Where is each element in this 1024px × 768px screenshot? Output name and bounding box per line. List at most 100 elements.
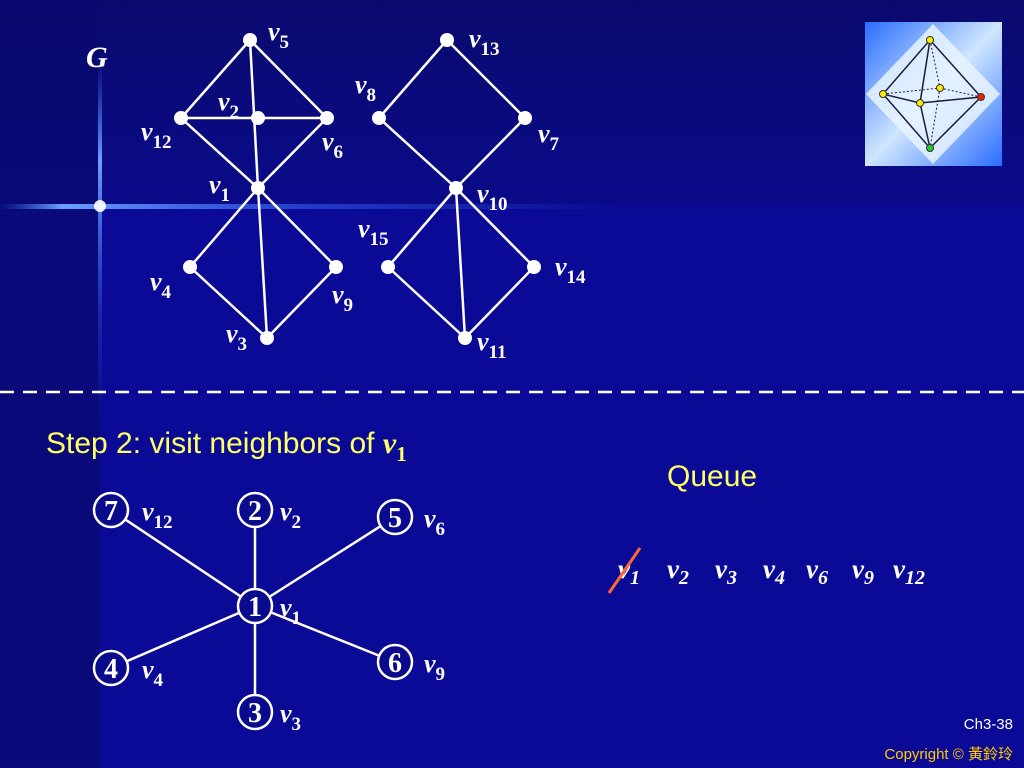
vertex-label-v8-letter: v <box>355 70 367 99</box>
vertex-label-v8: v8 <box>355 70 376 106</box>
edge-v7-v10 <box>455 117 526 189</box>
background-right-panel <box>100 207 1024 768</box>
vertex-v11 <box>458 331 472 345</box>
tree-node-label: v9 <box>424 649 445 685</box>
vertex-label-v1-letter: v <box>209 170 221 199</box>
queue-item-label-subscript: 1 <box>630 567 640 589</box>
queue-item: v4 <box>763 554 785 589</box>
vertex-label-v12: v12 <box>141 117 172 153</box>
tree-node-label: v3 <box>280 699 301 735</box>
tree-node-label-subscript: 1 <box>292 608 302 629</box>
top-graph-edges <box>180 39 535 339</box>
tree-node-order: 5 <box>388 503 402 534</box>
tree-node-label-letter: v <box>142 655 154 684</box>
vertex-v12 <box>174 111 188 125</box>
tree-node-label-letter: v <box>280 593 292 622</box>
vertex-v2 <box>251 111 265 125</box>
tree-node-label-letter: v <box>280 699 292 728</box>
vertex-v6 <box>320 111 334 125</box>
vertex-v14 <box>527 260 541 274</box>
vertex-label-v6: v6 <box>322 127 343 163</box>
edge-v1-v9 <box>257 187 337 268</box>
vertex-v1 <box>251 181 265 195</box>
tree-node-order: 3 <box>248 698 262 729</box>
vertex-label-v15-letter: v <box>358 214 370 243</box>
tree-node-label: v1 <box>280 593 301 629</box>
step-text: Step 2: visit neighbors of <box>46 427 383 460</box>
vertex-label-v3-subscript: 3 <box>238 334 248 355</box>
tree-node-circle <box>236 693 274 731</box>
vertex-label-v4: v4 <box>150 267 172 303</box>
tree-node-label: v12 <box>142 497 173 533</box>
queue-item-label: v4 <box>763 554 785 589</box>
queue-item-label-letter: v <box>893 554 906 584</box>
queue-items: v1v2v3v4v6v9v12 <box>607 547 925 594</box>
background-left-strip <box>0 0 100 768</box>
tree-node-label-subscript: 3 <box>292 714 302 735</box>
vertex-label-v9: v9 <box>332 280 353 316</box>
vertex-label-v15: v15 <box>358 214 389 250</box>
edge-v13-v7 <box>446 39 526 119</box>
vertex-label-v13-subscript: 13 <box>481 39 500 60</box>
queue-item-label-subscript: 9 <box>864 567 874 589</box>
vertex-label-v3: v3 <box>226 319 247 355</box>
tree-node-order: 4 <box>104 654 118 685</box>
copyright: Copyright © 黃鈴玲 <box>884 746 1013 763</box>
tree-edge-5 <box>254 515 396 608</box>
vertex-label-v3-letter: v <box>226 319 238 348</box>
vertex-label-v5-letter: v <box>268 17 280 46</box>
tree-node-label-subscript: 2 <box>292 512 302 533</box>
edge-v10-v14 <box>455 187 535 268</box>
queue-item-label: v6 <box>806 554 828 589</box>
vertex-label-v11-letter: v <box>477 327 489 356</box>
queue-item-label: v12 <box>893 554 925 589</box>
vertex-label-v11-subscript: 11 <box>489 342 507 363</box>
tree-node-circle <box>92 491 130 529</box>
queue-strike-mark <box>607 547 642 594</box>
tree-node-circle <box>376 643 414 681</box>
queue-item-label: v3 <box>715 554 737 589</box>
vertex-v7 <box>518 111 532 125</box>
vertex-label-v13: v13 <box>469 24 500 60</box>
glow-star <box>94 200 106 212</box>
vertex-label-v4-letter: v <box>150 267 162 296</box>
tree-node-label-subscript: 9 <box>436 664 446 685</box>
vertex-v4 <box>183 260 197 274</box>
queue-item: v2 <box>667 554 689 589</box>
tree-node-circle <box>236 587 274 625</box>
tree-edge-7 <box>110 508 256 608</box>
vertex-label-v15-subscript: 15 <box>370 229 389 250</box>
vertex-label-v11: v11 <box>477 327 507 363</box>
vertex-label-v12-letter: v <box>141 117 153 146</box>
queue-item-label-letter: v <box>763 554 776 584</box>
tree-node-order: 7 <box>104 496 118 527</box>
vertex-label-v1: v1 <box>209 170 230 206</box>
vertex-label-v9-letter: v <box>332 280 344 309</box>
tree-node-circle <box>92 649 130 687</box>
vertex-v8 <box>372 111 386 125</box>
vertex-label-v2-letter: v <box>218 87 230 116</box>
edge-v15-v11 <box>387 266 466 339</box>
tree-node-label-letter: v <box>424 649 436 678</box>
tree-node-label-letter: v <box>424 504 436 533</box>
vertex-label-v8-subscript: 8 <box>367 85 377 106</box>
vertex-label-v9-subscript: 9 <box>344 295 354 316</box>
queue-item-label-subscript: 3 <box>726 567 737 589</box>
vertex-label-v14-subscript: 14 <box>567 267 587 288</box>
vertex-label-v10-letter: v <box>477 179 489 208</box>
vertex-label-v10-subscript: 10 <box>489 194 508 215</box>
tree-node-label-subscript: 4 <box>154 670 164 691</box>
edge-v13-v8 <box>378 39 448 119</box>
queue-item-label-subscript: 6 <box>818 567 828 589</box>
queue-item-label-letter: v <box>667 554 680 584</box>
step-vertex-sub: 1 <box>396 442 407 466</box>
vertex-v10 <box>449 181 463 195</box>
tree-node-7: 7 v12 <box>92 491 173 533</box>
vertex-v13 <box>440 33 454 47</box>
